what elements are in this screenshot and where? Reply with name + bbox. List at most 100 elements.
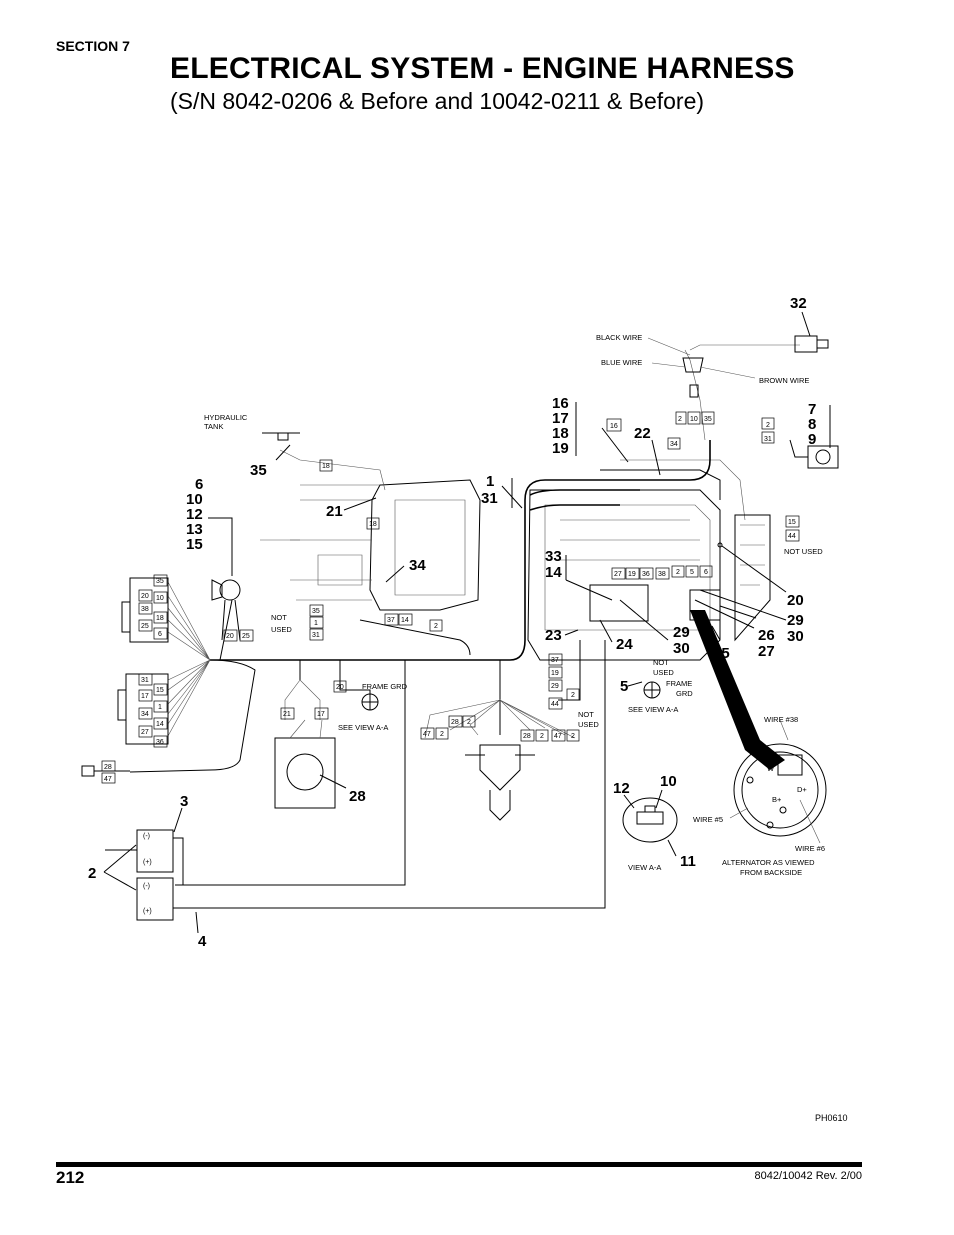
figure-id: PH0610 [815, 1113, 848, 1123]
wire-num: 2 [678, 416, 682, 423]
callout-5: 5 [620, 678, 628, 695]
label-see-view-left: SEE VIEW A-A [338, 723, 388, 732]
wire-num: 10 [156, 595, 164, 602]
frame-ground-left [361, 693, 379, 711]
callout-30-mid: 30 [673, 640, 690, 657]
wire-num: 19 [551, 670, 559, 677]
label-blue-wire: BLUE WIRE [601, 358, 642, 367]
label-alternator-1: ALTERNATOR AS VIEWED [722, 858, 815, 867]
wire-boxes [101, 411, 800, 784]
wire-num: 44 [551, 701, 559, 708]
temp-sender [789, 439, 839, 469]
callout-20: 20 [787, 592, 804, 609]
wire-num: 17 [317, 711, 325, 718]
alternator-icon [733, 743, 827, 837]
engine-module-24 [589, 584, 721, 622]
wire-num: 20 [141, 593, 149, 600]
wire-num: 44 [788, 533, 796, 540]
label-frame-right-1: FRAME [666, 679, 692, 688]
callout-10-view: 10 [660, 773, 677, 790]
callout-30-right: 30 [787, 628, 804, 645]
wire-num: 14 [401, 617, 409, 624]
callout-16: 16 [552, 395, 569, 412]
wire-num: 34 [141, 711, 149, 718]
label-frame-grd: FRAME GRD [362, 682, 408, 691]
callout-2: 2 [88, 865, 96, 882]
label-not-left-2: USED [271, 625, 292, 634]
wire-num: 17 [141, 693, 149, 700]
callout-13: 13 [186, 521, 203, 538]
callout-26: 26 [758, 627, 775, 644]
label-alternator-2: FROM BACKSIDE [740, 868, 802, 877]
label-wire6: WIRE #6 [795, 844, 825, 853]
callout-17: 17 [552, 410, 569, 427]
label-not-low-1: NOT [578, 710, 594, 719]
wire-num: 28 [104, 764, 112, 771]
label-pos-bottom: (+) [143, 908, 152, 915]
callout-18: 18 [552, 425, 569, 442]
callout-11: 11 [680, 853, 696, 870]
wire-num: 2 [766, 422, 770, 429]
wire-num: 1 [158, 704, 162, 711]
callout-numbers: 32 16 17 18 19 22 7 8 9 35 1 31 21 6 10 … [88, 295, 816, 950]
wire-num: 31 [141, 677, 149, 684]
callout-29-mid: 29 [673, 624, 690, 641]
label-wire5: WIRE #5 [693, 815, 723, 824]
solenoid-branches [424, 699, 576, 821]
callout-6: 6 [195, 476, 203, 493]
label-not-mid-2: USED [653, 668, 674, 677]
wire-num: 2 [440, 731, 444, 738]
wire-num: 19 [628, 571, 636, 578]
wire-num: 14 [156, 721, 164, 728]
wire-num: 34 [670, 441, 678, 448]
callout-35: 35 [250, 462, 267, 479]
wire-num: 15 [788, 519, 796, 526]
label-alt-w: W [767, 764, 775, 773]
wire-num: 2 [467, 719, 471, 726]
section-label: SECTION 7 [56, 38, 130, 54]
callout-32: 32 [790, 295, 807, 312]
wire-num: 47 [554, 733, 562, 740]
frame-ground-right [643, 681, 661, 699]
wire-num: 37 [551, 657, 559, 664]
transmission-pump [260, 479, 481, 611]
callout-4: 4 [198, 933, 207, 950]
page-number: 212 [56, 1168, 85, 1187]
wire-num: 6 [158, 631, 162, 638]
callout-10: 10 [186, 491, 203, 508]
label-black-wire: BLACK WIRE [596, 333, 642, 342]
wire-num: 31 [764, 436, 772, 443]
hydraulic-tank-sensor [262, 432, 300, 441]
relay-box-28 [274, 679, 336, 809]
label-not-mid-1: NOT [653, 658, 669, 667]
callout-31: 31 [481, 490, 498, 507]
wire-num: 35 [312, 608, 320, 615]
callout-8: 8 [808, 416, 816, 433]
wire-num: 18 [156, 615, 164, 622]
wire-num: 15 [156, 687, 164, 694]
label-alt-d: D+ [797, 785, 807, 794]
callout-24: 24 [616, 636, 633, 653]
sending-unit-icon [211, 579, 241, 641]
callout-1: 1 [486, 473, 494, 490]
wire-num: 27 [614, 571, 622, 578]
label-view-aa: VIEW A-A [628, 863, 661, 872]
label-not-left-1: NOT [271, 613, 287, 622]
view-aa-terminal [622, 797, 678, 843]
wire-num: 28 [451, 719, 459, 726]
label-neg-top: (-) [143, 833, 150, 840]
callout-28: 28 [349, 788, 366, 805]
callout-27: 27 [758, 643, 775, 660]
engine-block [527, 459, 771, 661]
callout-15: 15 [186, 536, 203, 553]
callout-7: 7 [808, 401, 816, 418]
callout-12-view: 12 [613, 780, 630, 797]
alternator-harness [690, 610, 785, 770]
callout-9: 9 [808, 431, 816, 448]
label-hydraulic: HYDRAULIC [204, 413, 248, 422]
wire-num: 20 [336, 684, 344, 691]
callout-33: 33 [545, 548, 562, 565]
callout-12: 12 [186, 506, 203, 523]
wire-num: 20 [226, 633, 234, 640]
wire-num: 1 [314, 620, 318, 627]
